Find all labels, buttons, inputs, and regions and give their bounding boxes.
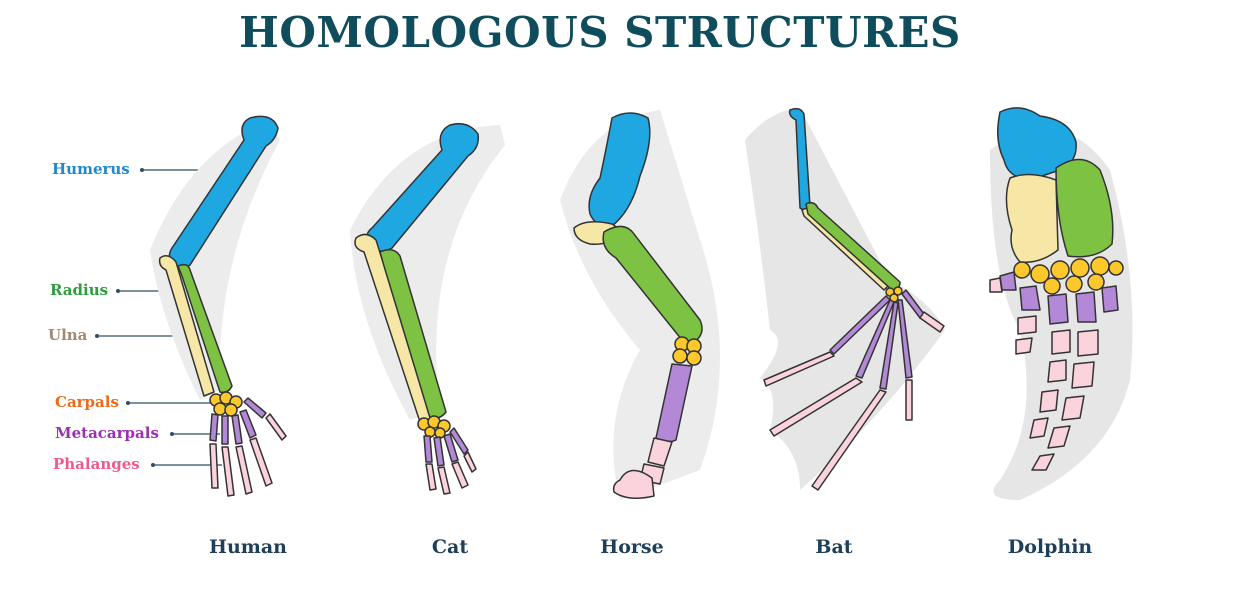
cat-limb [350,122,505,495]
human-shadow [150,120,280,400]
human-phalanges [209,413,287,497]
dolphin-ulna [1005,173,1059,263]
human-metacarpals [209,397,267,445]
horse-carpals [672,336,702,366]
dolphin-radius [1055,158,1114,258]
bat-phalanges [763,311,945,491]
species-cat: Cat [431,536,469,558]
dolphin-phalanges [989,277,1099,471]
human-limb [150,115,287,497]
horse-limb [560,110,720,500]
bat-metacarpals [829,289,925,390]
human-radius [177,263,233,394]
label-phalanges: Phalanges [53,455,140,473]
species-human: Human [209,536,287,558]
human-ulna [158,255,215,397]
bat-carpals [885,286,903,303]
species-dolphin: Dolphin [1007,536,1093,558]
label-radius: Radius [50,281,109,299]
cat-carpals [417,415,451,439]
bat-limb [745,107,945,491]
bat-wing-membrane [745,108,945,490]
cat-phalanges [425,451,477,495]
species-bat: Bat [815,536,853,558]
label-ulna: Ulna [48,326,88,344]
dolphin-carpals [1013,256,1124,295]
human-carpals [209,391,243,417]
dolphin-metacarpals [999,271,1119,325]
dolphin-limb [989,107,1133,500]
label-carpals: Carpals [55,393,119,411]
horse-radius [602,225,703,343]
diagram-title: HOMOLOGOUS STRUCTURES [239,8,961,57]
species-horse: Horse [600,536,664,558]
label-metacarpals: Metacarpals [55,424,159,442]
cat-metacarpals [423,427,469,467]
horse-phalanges [612,437,673,499]
cat-shadow [350,125,505,420]
label-humerus: Humerus [52,160,130,178]
